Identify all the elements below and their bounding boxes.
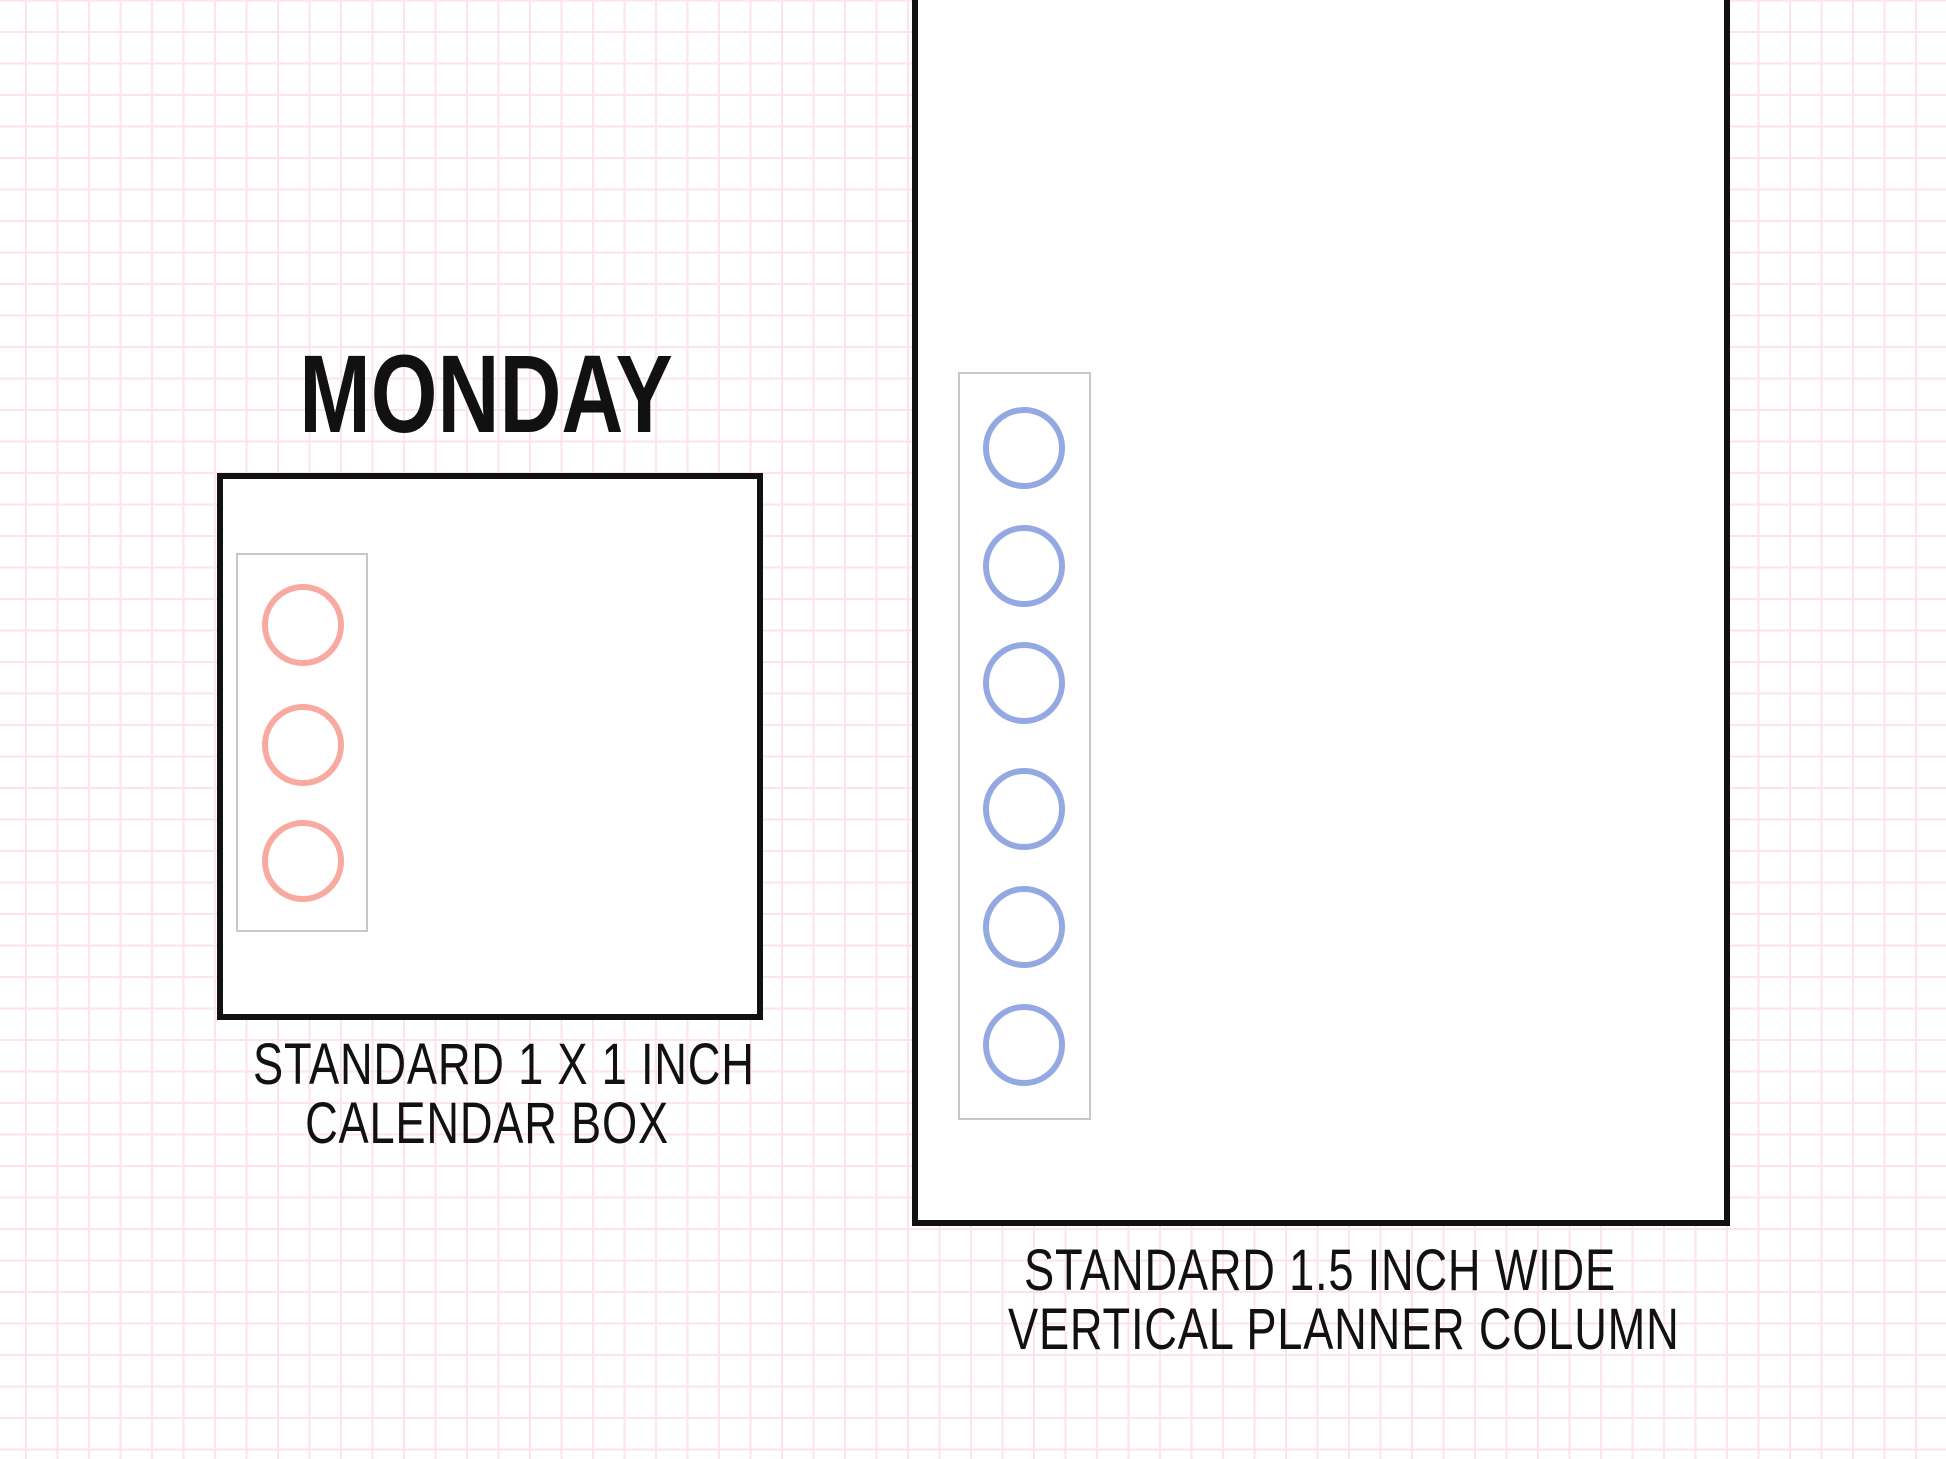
checkbox-circle-icon [983,642,1065,724]
planner-column-caption-line2: VERTICAL PLANNER COLUMN [1008,1297,1680,1362]
checkbox-circle-icon [262,820,344,902]
day-heading: MONDAY [299,333,673,456]
calendar-box-caption-line1: STANDARD 1 X 1 INCH [253,1032,755,1097]
calendar-box-caption-line2: CALENDAR BOX [305,1091,669,1156]
checkbox-circle-icon [983,407,1065,489]
checkbox-circle-icon [983,768,1065,850]
checkbox-circle-icon [262,704,344,786]
checkbox-circle-icon [983,1004,1065,1086]
planner-column-caption-line1: STANDARD 1.5 INCH WIDE [1024,1238,1616,1303]
checkbox-circle-icon [262,584,344,666]
checkbox-circle-icon [983,525,1065,607]
planner-column-checklist-strip [958,372,1091,1120]
checkbox-circle-icon [983,886,1065,968]
